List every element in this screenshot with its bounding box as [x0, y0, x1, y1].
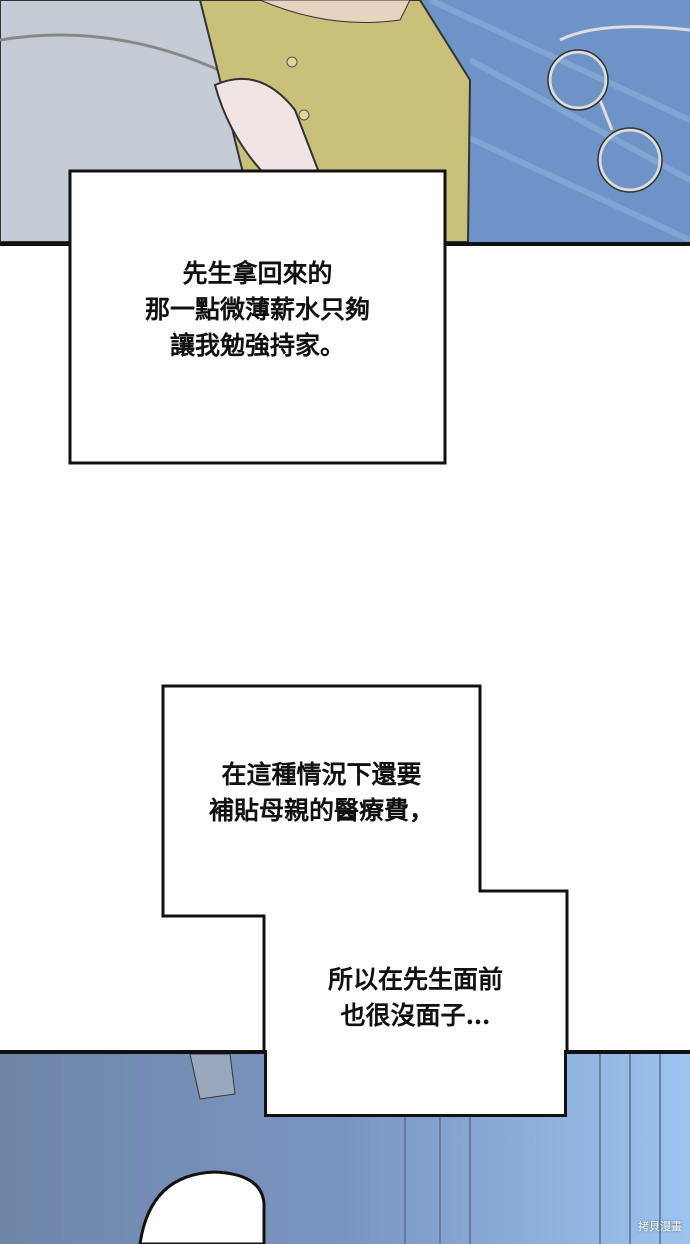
caption-line: 讓我勉強持家。 [169, 331, 345, 360]
top-comic-panel [0, 0, 690, 246]
caption-third: 所以在先生面前 也很沒面子… [264, 962, 567, 1034]
caption-line: 那一點微薄薪水只夠 [144, 295, 370, 324]
room-illustration [138, 1054, 661, 1244]
watermark: 拷貝漫畫 [638, 1220, 682, 1233]
caption-line: 先生拿回來的 [182, 259, 333, 288]
caption-line: 在這種情況下還要 [221, 760, 422, 789]
caption-line: 也很沒面子… [340, 1001, 491, 1030]
caption-box-2-overlap [264, 1050, 567, 1117]
caption-first: 先生拿回來的 那一點微薄薪水只夠 讓我勉強持家。 [70, 256, 445, 364]
caption-second: 在這種情況下還要 補貼母親的醫療費， [163, 757, 480, 829]
caption-line: 補貼母親的醫療費， [208, 796, 434, 825]
caption-line: 所以在先生面前 [327, 965, 503, 994]
sleeping-scene-illustration [0, 0, 690, 242]
